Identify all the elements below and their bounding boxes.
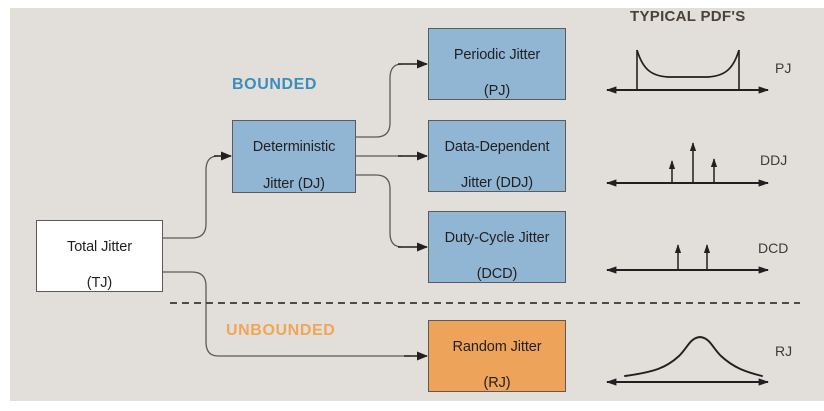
pdf-tag-dcd: DCD [758,240,789,256]
group-label-unbounded: UNBOUNDED [226,322,336,339]
node-random-jitter-line2: (RJ) [483,375,511,392]
pdf-tag-rj: RJ [775,343,793,359]
node-data-dependent-jitter-line2: Jitter (DDJ) [460,175,534,192]
node-periodic-jitter-line1: Periodic Jitter [453,46,541,63]
node-periodic-jitter[interactable]: Periodic Jitter (PJ) [428,28,566,100]
pdf-tag-ddj: DDJ [760,152,788,168]
node-duty-cycle-jitter[interactable]: Duty-Cycle Jitter (DCD) [428,211,566,283]
diagram-background-panel [10,8,824,401]
pdf-tag-pj: PJ [775,60,792,76]
pdf-column-title: TYPICAL PDF'S [630,8,746,25]
node-total-jitter-label: Total Jitter (TJ) [67,220,132,293]
group-label-bounded: BOUNDED [232,76,318,93]
node-deterministic-jitter-label: Deterministic Jitter (DJ) [253,120,336,193]
node-data-dependent-jitter-label: Data-Dependent Jitter (DDJ) [444,120,549,193]
node-total-jitter-line2: (TJ) [86,275,113,292]
node-duty-cycle-jitter-line1: Duty-Cycle Jitter [444,229,550,246]
node-duty-cycle-jitter-label: Duty-Cycle Jitter (DCD) [445,211,550,284]
node-deterministic-jitter-line1: Deterministic [252,139,336,156]
node-data-dependent-jitter[interactable]: Data-Dependent Jitter (DDJ) [428,120,566,192]
node-deterministic-jitter-line2: Jitter (DJ) [263,175,325,192]
node-deterministic-jitter[interactable]: Deterministic Jitter (DJ) [232,120,356,193]
node-duty-cycle-jitter-line2: (DCD) [476,266,518,283]
node-data-dependent-jitter-line1: Data-Dependent [444,138,550,155]
node-periodic-jitter-line2: (PJ) [483,83,511,100]
node-total-jitter-line1: Total Jitter [67,238,132,255]
node-random-jitter-label: Random Jitter (RJ) [453,320,542,393]
node-periodic-jitter-label: Periodic Jitter (PJ) [454,28,540,101]
node-random-jitter[interactable]: Random Jitter (RJ) [428,320,566,392]
node-random-jitter-line1: Random Jitter [452,338,542,355]
node-total-jitter[interactable]: Total Jitter (TJ) [36,220,163,292]
